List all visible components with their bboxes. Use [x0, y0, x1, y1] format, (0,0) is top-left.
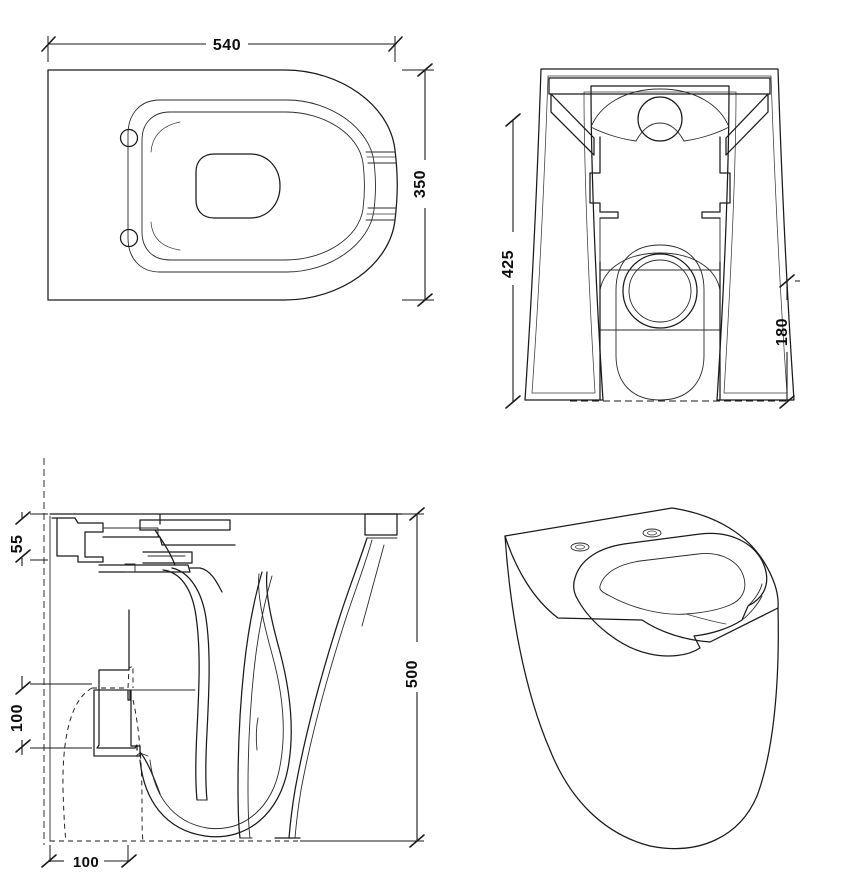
dimension-540-label: 540: [213, 37, 241, 54]
iso-right-body: [756, 607, 779, 797]
section-front-outer-profile: [288, 537, 368, 839]
rear-flush-pipe-hole: [637, 96, 683, 142]
section-rim-step: [124, 563, 136, 573]
dimension-350-label: 350: [412, 170, 429, 198]
dimension-500-label: 500: [404, 660, 421, 688]
rear-outlet-arc: [599, 252, 721, 291]
rear-channel-left-wall: [589, 136, 619, 219]
section-skirt-inner: [361, 544, 385, 627]
section-bowl-bottom-inner: [149, 573, 284, 830]
side-section-view: 55 100 100: [9, 458, 425, 871]
section-shelf-upper: [102, 536, 236, 546]
iso-rim-inner: [599, 553, 746, 615]
iso-bottom-front: [649, 795, 758, 850]
plan-body-outline: [47, 69, 398, 301]
section-shelf-lower-tail: [189, 567, 223, 593]
iso-rim-notch: [747, 583, 763, 607]
section-bowl-bottom-outer: [139, 571, 292, 838]
dimension-180: 180: [774, 274, 800, 409]
section-shelf-lower: [98, 564, 191, 573]
section-inlet-pocket: [51, 517, 104, 563]
dimension-350: 350: [402, 63, 434, 307]
rear-channel-right-wall: [701, 136, 731, 219]
plan-seat-inner-contour: [141, 111, 365, 261]
iso-rim-notch-lower: [741, 595, 763, 621]
dimension-100-vertical: 100: [9, 676, 92, 755]
section-center-rib-right: [247, 575, 273, 839]
section-front-inner-profile: [294, 539, 373, 839]
section-hidden-trap-curve: [62, 687, 93, 842]
section-front-wall-outer: [171, 567, 210, 801]
top-plan-view: 540 350: [41, 36, 434, 307]
dimension-100-vertical-label: 100: [9, 704, 26, 732]
iso-rim-outer: [573, 532, 768, 657]
rear-right-shoulder: [725, 93, 769, 156]
section-rim-edge: [154, 529, 176, 566]
iso-back-left-edge: [504, 535, 551, 751]
rear-outlet-bore-outer: [622, 253, 698, 329]
rear-top-rim-band: [548, 77, 771, 95]
dimension-100-horizontal: 100: [41, 845, 137, 871]
section-slot-mid: [142, 551, 193, 564]
section-trap-base-ledge: [93, 752, 149, 757]
section-rear-block: [364, 513, 398, 536]
section-front-wall-inner: [162, 569, 200, 801]
dimension-180-label: 180: [774, 318, 791, 346]
dimension-100-horizontal-label: 100: [73, 854, 99, 871]
section-rib-notch: [255, 717, 259, 751]
rear-inner-offset: [531, 75, 788, 394]
plan-seat-outer-contour: [127, 99, 376, 273]
iso-top-deck: [504, 507, 779, 643]
section-slot-upper: [139, 519, 231, 531]
plan-bowl-opening: [195, 153, 281, 219]
section-hidden-trap-upper: [92, 665, 134, 689]
plan-mounting-hole-top: [119, 128, 139, 148]
rear-outer-silhouette: [524, 68, 795, 401]
dimension-500: 500: [300, 507, 425, 848]
rear-central-dome: [590, 88, 730, 142]
dimension-540: 540: [41, 36, 403, 62]
iso-bowl-shade-line: [685, 613, 727, 625]
dimension-55-label: 55: [9, 535, 26, 554]
plan-hinge-marks: [365, 151, 397, 221]
isometric-view: [504, 507, 779, 850]
iso-left-body: [549, 749, 651, 847]
plan-rim-arc-bottom: [150, 221, 181, 251]
dimension-55: 55: [9, 511, 48, 566]
dimension-425-label: 425: [500, 250, 517, 278]
section-center-rib-left: [237, 571, 263, 839]
plan-mounting-hole-bottom: [119, 228, 139, 248]
iso-mounting-hole-left: [570, 542, 590, 552]
rear-outlet-capsule: [615, 244, 705, 401]
iso-mounting-hole-right: [642, 528, 662, 538]
rear-elevation-view: 425 180: [500, 68, 800, 409]
dimension-425: 425: [500, 113, 521, 409]
rear-left-shoulder: [550, 93, 595, 156]
rear-outlet-bore-inner: [628, 259, 692, 323]
plan-rim-arc-top: [150, 121, 181, 153]
section-trap-outlet-wall: [139, 751, 161, 795]
